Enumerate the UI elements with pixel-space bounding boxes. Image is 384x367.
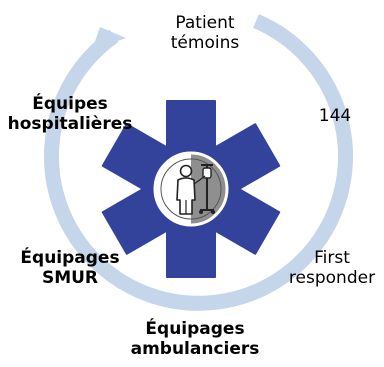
node-label-line: SMUR — [41, 268, 99, 289]
node-label-line: First — [314, 248, 350, 268]
node-label-line: Équipages — [20, 248, 120, 268]
node-hospital-teams: Équipes hospitalières — [2, 94, 138, 135]
cycle-ring — [44, 14, 353, 311]
node-patient-witnesses: Patient témoins — [150, 13, 260, 54]
ring-arrowhead-icon — [92, 27, 126, 50]
node-smur-crews: Équipages SMUR — [12, 248, 128, 289]
node-first-responder: First responder — [282, 248, 382, 289]
node-label-line: témoins — [170, 33, 240, 54]
node-label-line: hospitalières — [7, 114, 133, 135]
node-label-line: Patient — [175, 13, 235, 33]
patient-medallion-icon — [153, 151, 229, 227]
node-label-line: Équipes — [32, 94, 108, 114]
node-label-line: ambulanciers — [130, 339, 260, 360]
node-144: 144 — [310, 106, 360, 126]
node-label-line: 144 — [318, 106, 352, 126]
node-ambulance-crews: Équipages ambulanciers — [130, 319, 260, 360]
node-label-line: Équipages — [145, 319, 245, 339]
node-label-line: responder — [288, 268, 376, 289]
